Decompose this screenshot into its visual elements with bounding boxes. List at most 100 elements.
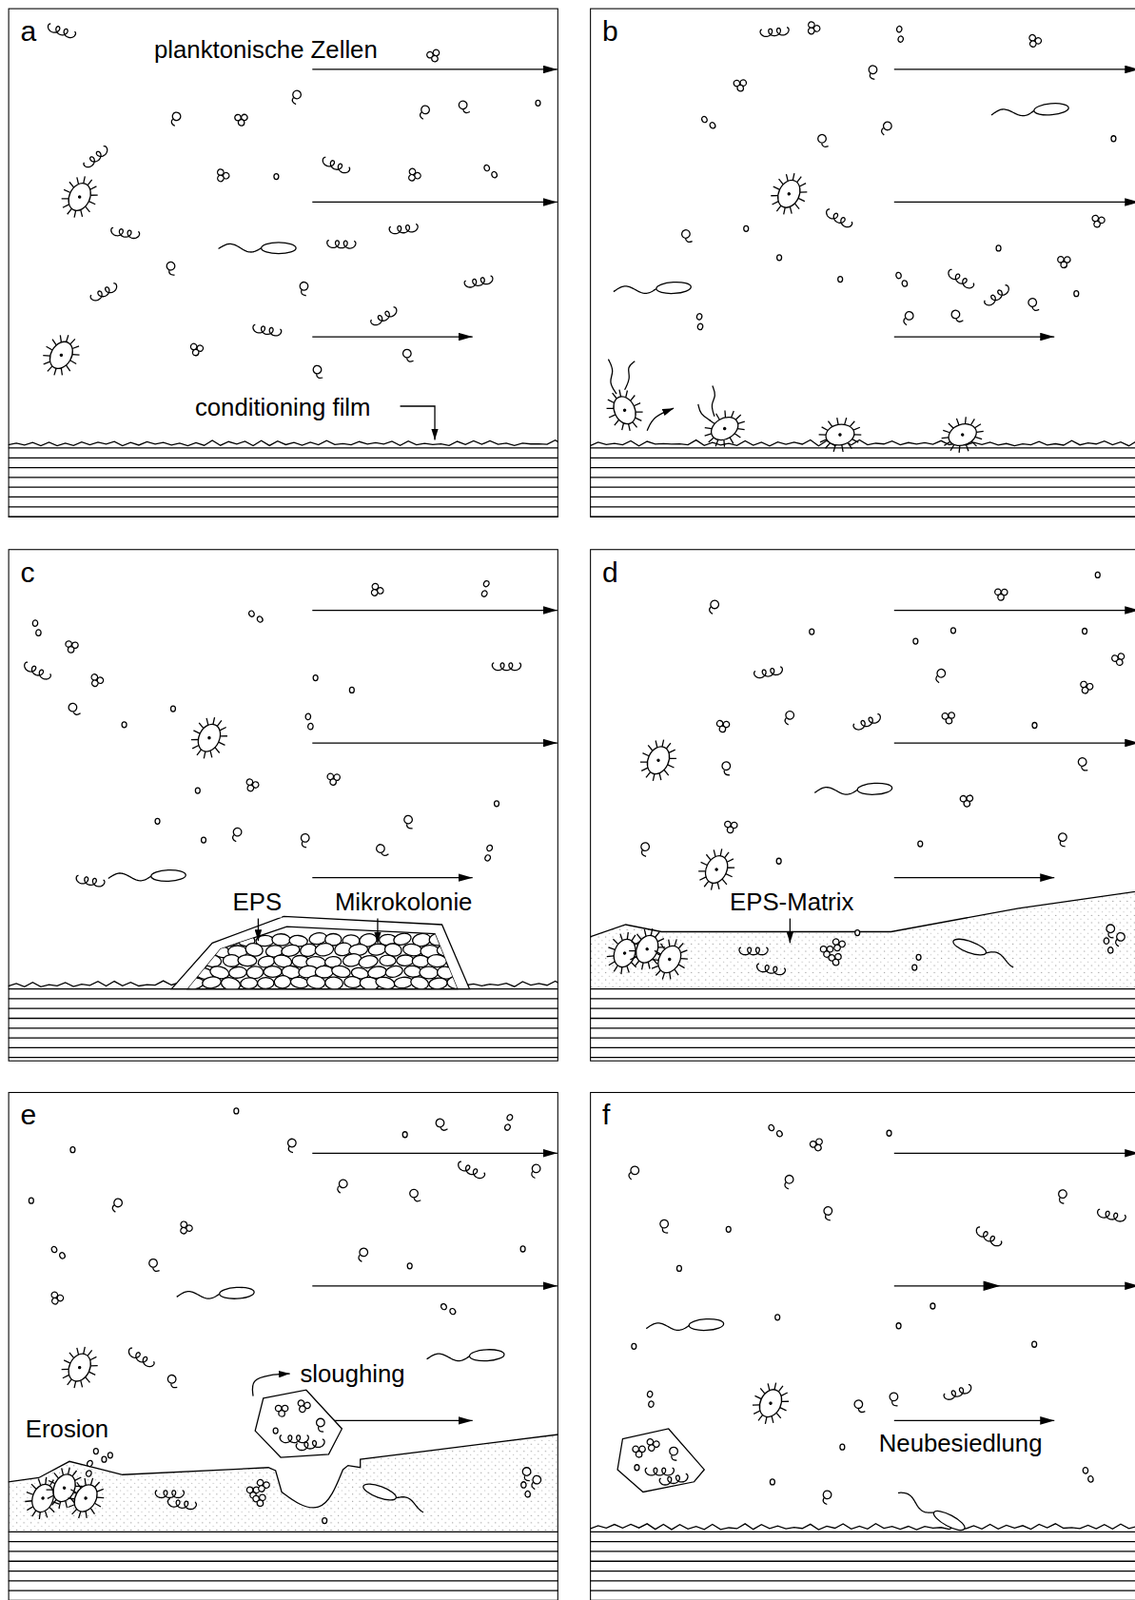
spirillum-coil — [756, 963, 786, 977]
cell-spike — [72, 352, 79, 358]
diplococcus — [767, 1121, 783, 1140]
cell-dot — [1074, 291, 1079, 297]
substrate-line — [8, 467, 559, 469]
spiky-body — [45, 337, 79, 373]
spirillum-cell — [645, 1467, 674, 1476]
spirillum-coil — [942, 1384, 973, 1402]
flagellated-rod — [176, 1286, 255, 1302]
diplo-cell — [895, 272, 902, 279]
cell-spike — [854, 433, 862, 437]
substrate-line — [8, 447, 559, 449]
cell-spike — [782, 207, 787, 215]
cell-dot — [28, 1197, 34, 1204]
spirillum-cell — [852, 713, 882, 732]
cell-dot — [107, 1452, 113, 1459]
cell-spike — [734, 414, 742, 420]
diplo-cell — [1108, 947, 1114, 954]
cell-spike — [680, 948, 687, 956]
vibrio-cell — [168, 110, 182, 126]
cell-dot — [520, 1246, 526, 1253]
vibrio-tail — [891, 1400, 898, 1407]
cell-spike — [606, 406, 615, 412]
cell-spike — [847, 442, 852, 450]
cell-spike — [67, 208, 73, 216]
vibrio-body — [1076, 757, 1088, 768]
vibrio-cell — [286, 1137, 297, 1153]
vibrio-tail — [662, 1228, 668, 1234]
panel-box: aplanktonische Zellenconditioning film — [8, 8, 559, 518]
vibrio-body — [166, 261, 176, 271]
cell-spike — [617, 390, 623, 397]
sloughing-arrow — [252, 1373, 290, 1397]
spiky-cell — [633, 734, 684, 787]
spirillum-cell — [491, 663, 521, 671]
panel-label: planktonische Zellen — [154, 34, 378, 65]
flagellated-rod — [613, 281, 692, 297]
cell-spike — [660, 740, 666, 747]
spiky-body — [609, 392, 641, 428]
cell-dot — [840, 1444, 845, 1450]
spiky-body — [643, 743, 674, 778]
flagellum — [896, 1489, 937, 1517]
coccus-cell — [726, 826, 734, 834]
cell-dot — [407, 1263, 412, 1270]
coccus-cluster — [214, 168, 232, 185]
vibrio-body — [903, 310, 916, 322]
substrate-line — [589, 1570, 1135, 1572]
spiky-body — [701, 852, 732, 887]
cell-spike — [26, 1492, 34, 1496]
diplo-cell — [897, 35, 904, 43]
cell-spike — [88, 1371, 96, 1375]
flow-arrow — [894, 1285, 1135, 1287]
cell-spike — [38, 1512, 42, 1520]
coccus-cell — [430, 55, 439, 63]
coccus-cluster — [827, 953, 842, 967]
diplo-cell — [486, 843, 494, 852]
cell-spike — [754, 1395, 762, 1399]
vibrio-tail — [413, 1195, 421, 1203]
diplo-cell — [525, 1490, 530, 1497]
cell-dot — [155, 818, 160, 824]
colony-cell — [324, 976, 344, 990]
cell-spike — [97, 1487, 104, 1494]
panel-letter: a — [19, 14, 37, 49]
spiky-body — [64, 1350, 96, 1385]
spirillum-coil — [389, 223, 419, 235]
vibrio-body — [1027, 296, 1038, 308]
panel-drawing — [589, 1121, 1135, 1600]
vibrio-body — [722, 762, 731, 771]
flagellum — [394, 1494, 427, 1513]
diplococcus — [303, 713, 315, 731]
vibrio-tail — [821, 1498, 829, 1506]
diplococcus — [247, 607, 264, 627]
vibrio-body — [950, 309, 962, 321]
cell-dot — [170, 705, 176, 712]
cell-spike — [724, 851, 729, 859]
flagellum — [176, 1290, 219, 1301]
colony-cell — [273, 975, 292, 989]
substrate-line — [8, 496, 559, 498]
diplo-cell — [521, 1482, 527, 1488]
panel-drawing — [589, 571, 1135, 1061]
cell-spike — [841, 445, 843, 452]
substrate-line — [589, 1531, 1135, 1533]
vibrio-tail — [529, 1482, 537, 1489]
cell-spike — [974, 424, 981, 429]
vibrio-tail — [335, 1186, 344, 1194]
cell-dot — [234, 1108, 239, 1115]
cell-spike — [824, 443, 832, 450]
vibrio-cell — [312, 364, 324, 380]
cell-nucleus — [787, 192, 791, 196]
cell-spike — [631, 941, 639, 945]
coccus-cluster — [1077, 680, 1094, 695]
vibrio-tail — [524, 1475, 530, 1481]
cell-spike — [657, 937, 665, 944]
coccus-cluster — [326, 773, 340, 786]
cell-spike — [70, 338, 76, 346]
vibrio-cell — [109, 1196, 124, 1213]
coccus-cell — [256, 1499, 264, 1507]
spiky-cell — [937, 410, 989, 458]
cell-spike — [678, 964, 685, 969]
diplo-cell — [701, 115, 709, 123]
spirillum-coil — [82, 145, 110, 170]
